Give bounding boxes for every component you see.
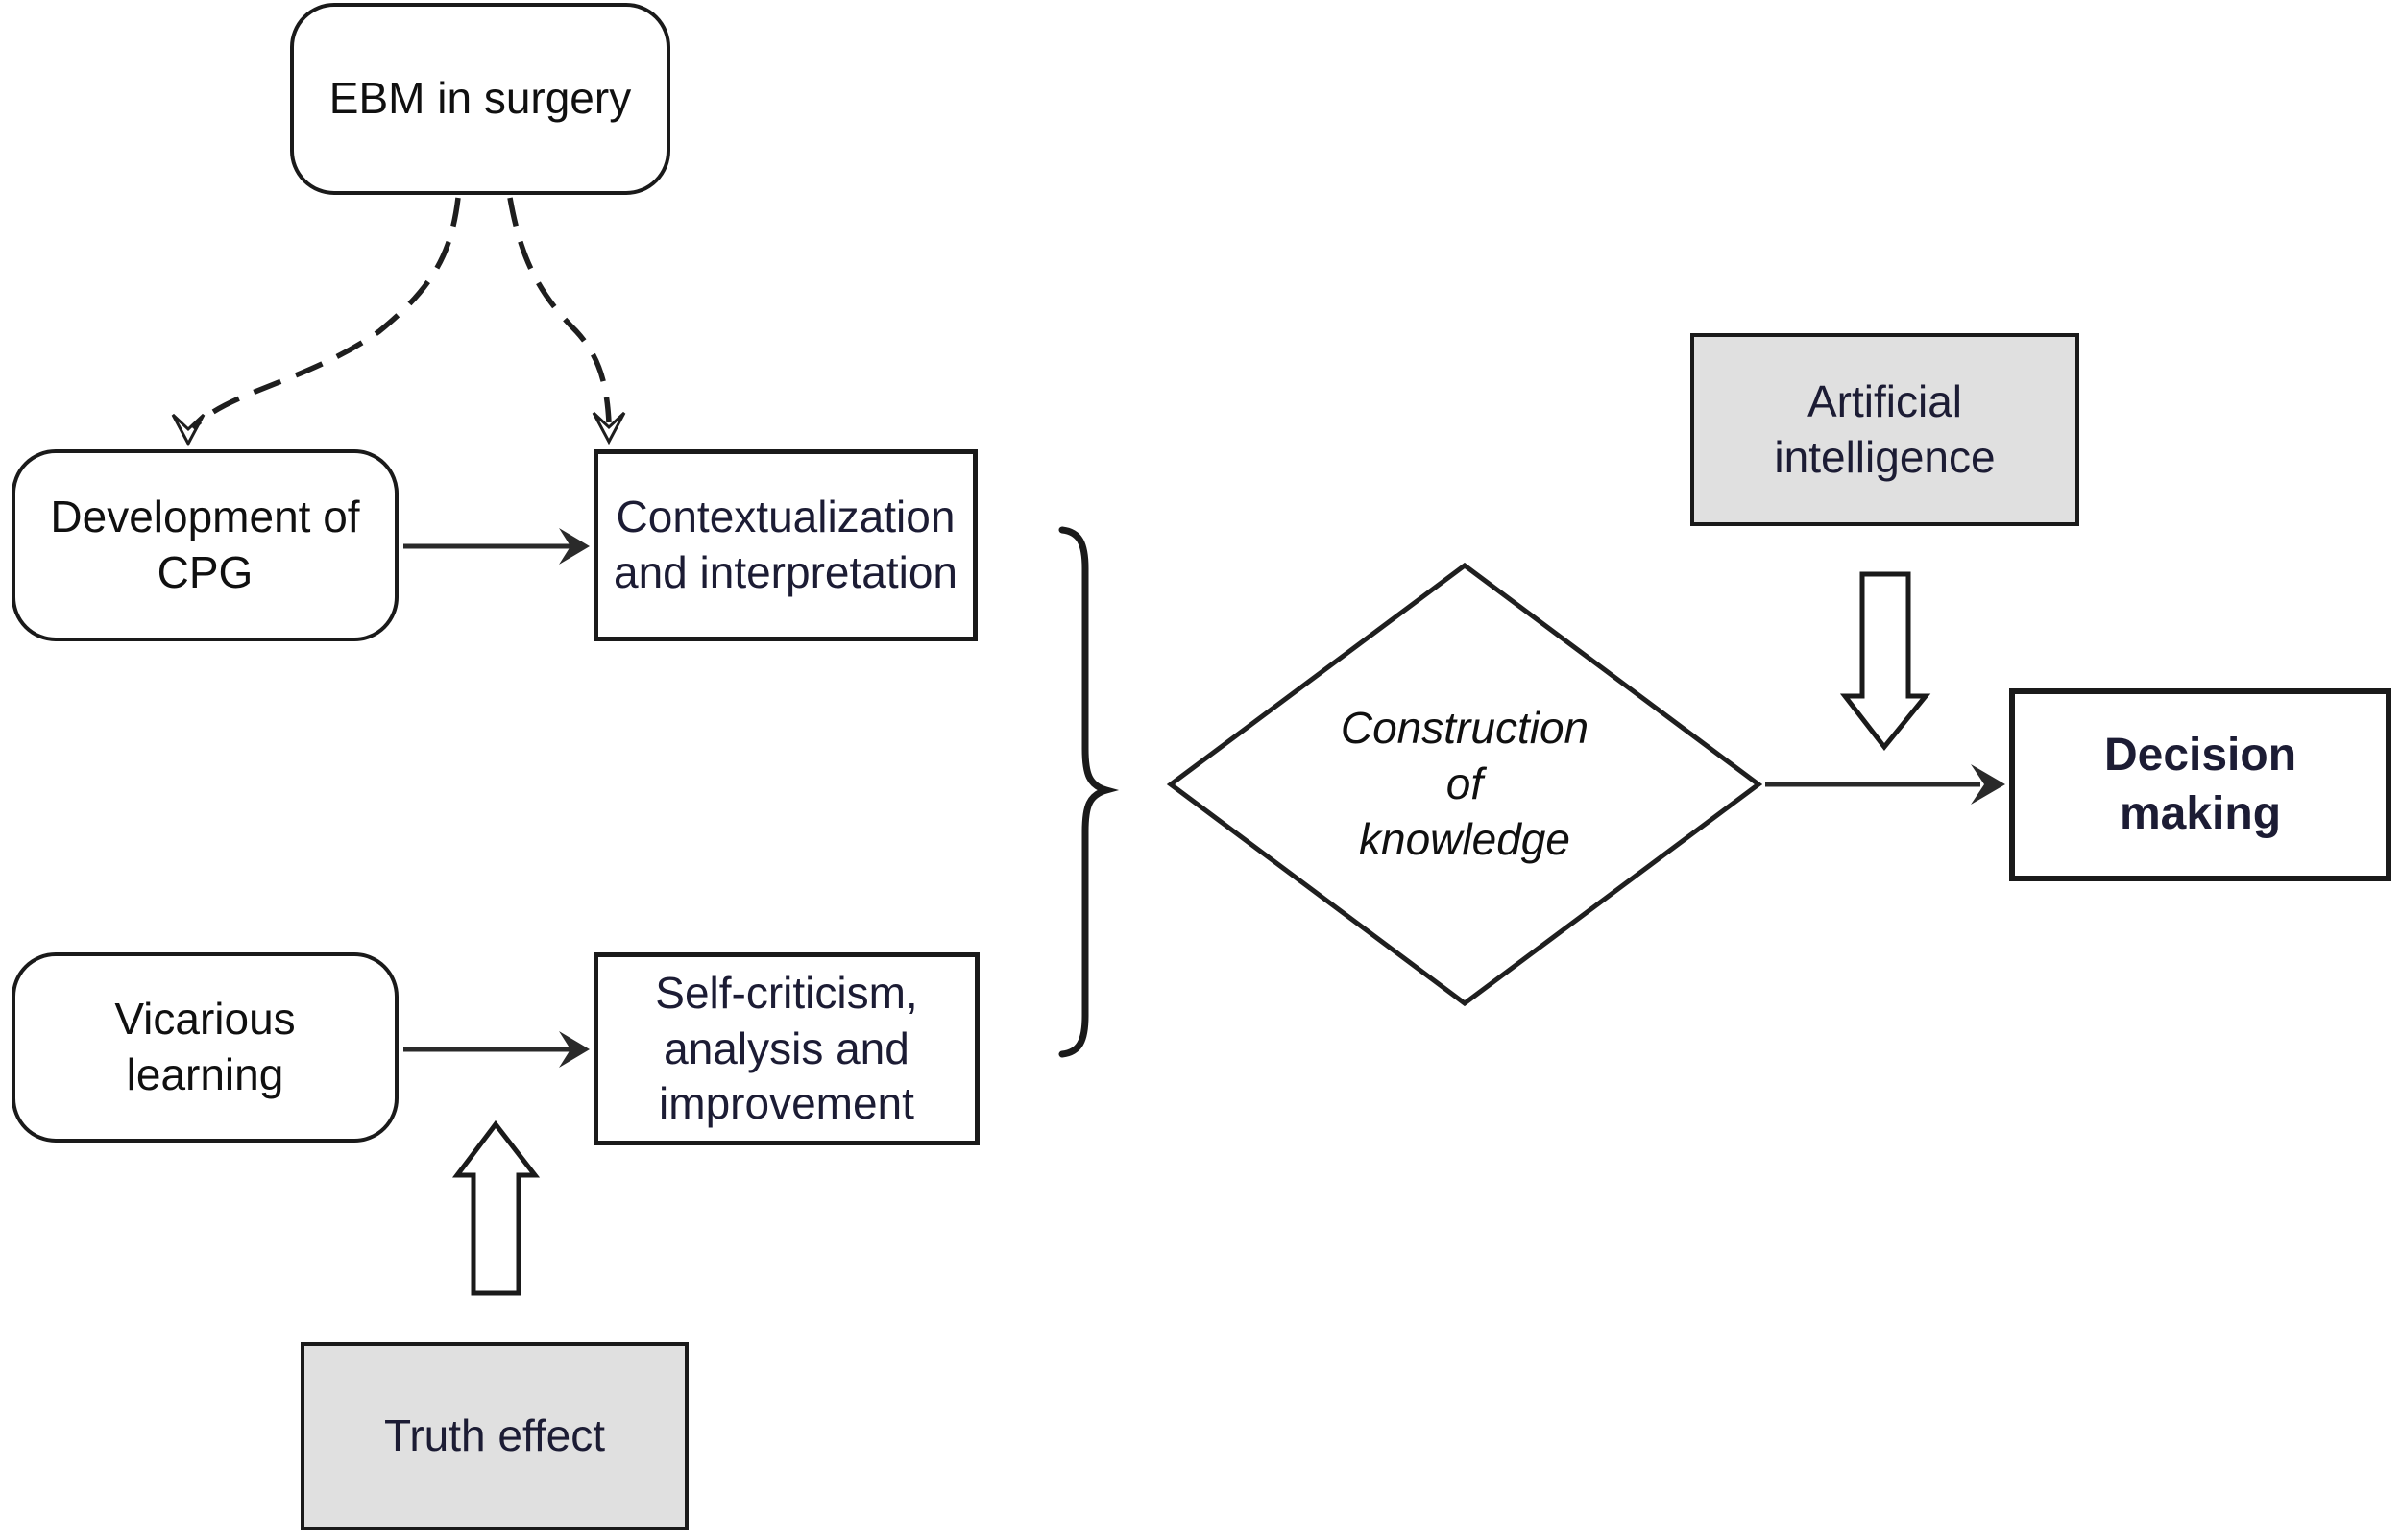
- node-label: Development of CPG: [50, 492, 360, 597]
- dashed-arrow-ebm-to-context: [507, 197, 612, 423]
- node-label: Truth effect: [383, 1410, 606, 1461]
- node-decision-making: Decision making: [2009, 688, 2391, 881]
- node-development-of-cpg: Development of CPG: [12, 449, 399, 641]
- arrowhead-right-icon: [559, 1031, 590, 1068]
- node-truth-effect: Truth effect: [301, 1342, 689, 1530]
- block-arrow-down-icon: [1839, 571, 1931, 752]
- block-arrow-up-icon: [451, 1119, 541, 1296]
- arrowhead-down-left-icon: [171, 413, 206, 447]
- node-label: Self-criticism, analysis and improvement: [655, 967, 918, 1129]
- node-ebm-in-surgery: EBM in surgery: [290, 3, 670, 195]
- node-label: Vicarious learning: [114, 994, 296, 1099]
- diamond-construction-of-knowledge: [1166, 562, 1763, 1007]
- arrowhead-right-icon: [1971, 764, 2005, 805]
- node-label: EBM in surgery: [328, 73, 632, 124]
- arrowhead-down-right-icon: [592, 411, 626, 445]
- dashed-arrow-ebm-to-cpg: [190, 197, 461, 430]
- node-label: Decision making: [2103, 730, 2297, 839]
- node-vicarious-learning: Vicarious learning: [12, 952, 399, 1143]
- node-contextualization-and-interpretation: Contextualization and interpretation: [594, 449, 978, 641]
- node-artificial-intelligence: Artificial intelligence: [1690, 333, 2079, 526]
- node-self-criticism-analysis-improvement: Self-criticism, analysis and improvement: [594, 952, 980, 1145]
- node-label: Artificial intelligence: [1774, 375, 1996, 482]
- curly-brace-icon: [1058, 526, 1120, 1058]
- arrowhead-right-icon: [559, 528, 590, 565]
- node-label: Contextualization and interpretation: [613, 492, 958, 597]
